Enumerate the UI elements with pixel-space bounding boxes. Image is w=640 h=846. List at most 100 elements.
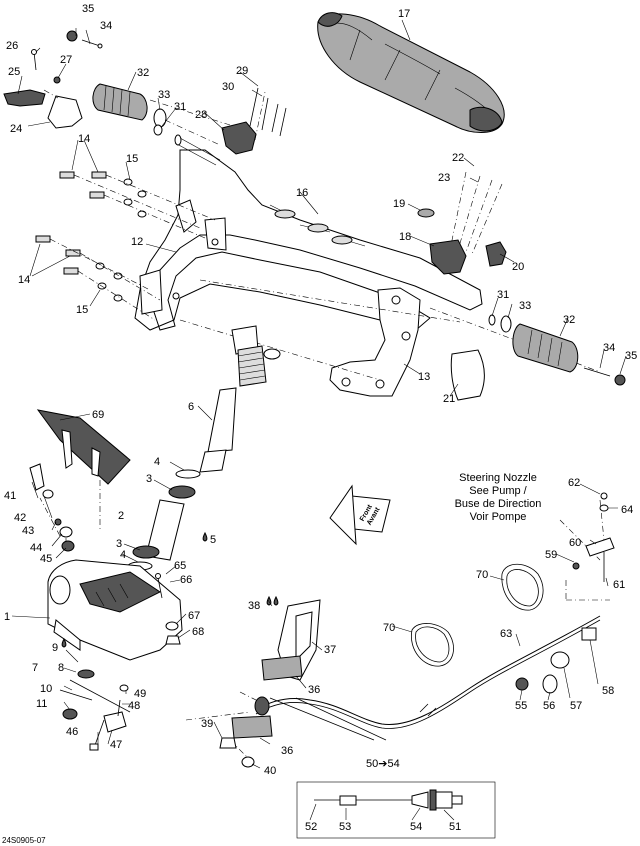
part-48-pin[interactable] (117, 699, 121, 717)
part-70-clamp-b[interactable] (410, 623, 454, 667)
callout-12: 12 (131, 236, 143, 248)
part-33-left-collar[interactable] (153, 108, 167, 128)
part-68-nut[interactable] (165, 635, 181, 645)
reference-code: 24S0905-07 (2, 836, 46, 845)
part-49-screw[interactable] (119, 684, 129, 692)
callout-16: 16 (296, 187, 308, 199)
part-46-screw[interactable] (89, 719, 105, 751)
part-32-right-grip[interactable] (512, 323, 579, 373)
callout-29: 29 (236, 65, 248, 77)
part-42-washer[interactable] (42, 489, 54, 499)
callout-59: 59 (545, 549, 557, 561)
part-33-right-collar[interactable] (500, 315, 512, 333)
part-55-nut[interactable] (515, 677, 529, 691)
callout-30: 30 (222, 81, 234, 93)
part-6-steering-column[interactable] (199, 325, 281, 473)
callout-26: 26 (6, 40, 18, 52)
part-35-left-end-cap[interactable] (66, 30, 78, 42)
callout-22: 22 (452, 152, 464, 164)
callout-31b: 31 (497, 289, 509, 301)
part-10-washer[interactable] (59, 689, 93, 701)
part-7-rod[interactable] (69, 679, 131, 713)
part-15-lower-washers[interactable] (95, 262, 123, 302)
callout-43: 43 (22, 525, 34, 537)
part-17-cover[interactable] (317, 12, 505, 133)
part-59-nut[interactable] (572, 562, 580, 570)
part-20-grommet[interactable] (485, 241, 507, 267)
part-69-plate[interactable] (36, 409, 131, 485)
part-70-clamp-a[interactable] (501, 563, 544, 611)
part-18-block[interactable] (429, 239, 467, 275)
part-67-washer[interactable] (165, 621, 179, 631)
part-44-nut[interactable] (59, 526, 73, 538)
part-36-lower-bracket[interactable] (231, 715, 273, 739)
callout-60: 60 (569, 537, 581, 549)
part-4-upper-ring[interactable] (175, 469, 201, 479)
part-14-upper-screws[interactable] (59, 171, 107, 199)
part-39-nut[interactable] (219, 737, 237, 749)
callout-7: 7 (32, 662, 38, 674)
part-8-bushing[interactable] (77, 669, 95, 679)
callout-62: 62 (568, 477, 580, 489)
callout-56: 56 (543, 700, 555, 712)
upper-bar-tube[interactable] (174, 134, 221, 166)
note-line-4: Voir Pompe (470, 511, 527, 523)
part-11-bushing[interactable] (62, 708, 78, 720)
part-58-bushing[interactable] (581, 627, 597, 641)
part-1-base[interactable] (47, 559, 183, 661)
callout-67: 67 (188, 610, 200, 622)
part-35-right-end-cap[interactable] (614, 374, 626, 386)
callout-69: 69 (92, 409, 104, 421)
callout-36a: 36 (308, 684, 320, 696)
part-2-sleeve[interactable] (145, 499, 185, 561)
callout-3a: 3 (146, 473, 152, 485)
part-24-throttle-housing[interactable] (47, 95, 83, 129)
callout-3b: 3 (116, 538, 122, 550)
callout-34a: 34 (100, 20, 112, 32)
part-19-clip[interactable] (417, 208, 435, 218)
part-21-sleeve[interactable] (450, 349, 485, 401)
part-62-screw[interactable] (600, 492, 608, 500)
part-3-upper-bushing[interactable] (168, 485, 196, 499)
range-label: 50➔54 (366, 758, 400, 770)
part-28-block[interactable] (221, 121, 257, 155)
part-34-left-screw[interactable] (81, 39, 103, 49)
part-57-fitting[interactable] (550, 651, 570, 669)
part-41-fitting[interactable] (29, 463, 45, 491)
callout-58: 58 (602, 685, 614, 697)
leader-lines (11, 19, 627, 769)
part-56-sleeve[interactable] (542, 674, 558, 694)
part-36-upper-bracket[interactable] (261, 655, 303, 681)
part-27-nut[interactable] (53, 76, 61, 84)
part-16-steering-frame[interactable] (134, 149, 483, 331)
part-29-30-screws[interactable] (249, 87, 287, 137)
callout-6: 6 (188, 401, 194, 413)
part-26-screw[interactable] (31, 49, 37, 71)
part-34-right-screw[interactable] (583, 367, 611, 377)
callout-15b: 15 (76, 304, 88, 316)
part-14-lower-screws[interactable] (35, 235, 81, 275)
part-31-left-washer[interactable] (153, 124, 163, 136)
callout-66: 66 (180, 574, 192, 586)
part-25-lever[interactable] (3, 89, 46, 107)
part-3-lower-bushing[interactable] (132, 545, 160, 559)
lubricant-drop-icons (61, 531, 279, 648)
assembly-lines (39, 89, 610, 761)
part-63-steering-cable[interactable] (254, 615, 601, 729)
callout-31a: 31 (174, 101, 186, 113)
callout-57: 57 (570, 700, 582, 712)
part-32-left-grip[interactable] (92, 83, 148, 121)
part-60-ball-joint[interactable] (585, 537, 615, 557)
callout-24: 24 (10, 123, 22, 135)
part-40-nut[interactable] (241, 756, 255, 768)
part-64-washer[interactable] (599, 504, 609, 512)
part-65-66-screw[interactable] (155, 573, 163, 599)
callout-2: 2 (118, 510, 124, 522)
part-43-washer[interactable] (54, 518, 62, 526)
part-45-nut[interactable] (61, 540, 75, 552)
part-31-right-washer[interactable] (488, 314, 496, 326)
callout-9: 9 (52, 642, 58, 654)
callout-52: 52 (305, 821, 317, 833)
callout-55: 55 (515, 700, 527, 712)
part-47-lever[interactable] (103, 711, 127, 733)
